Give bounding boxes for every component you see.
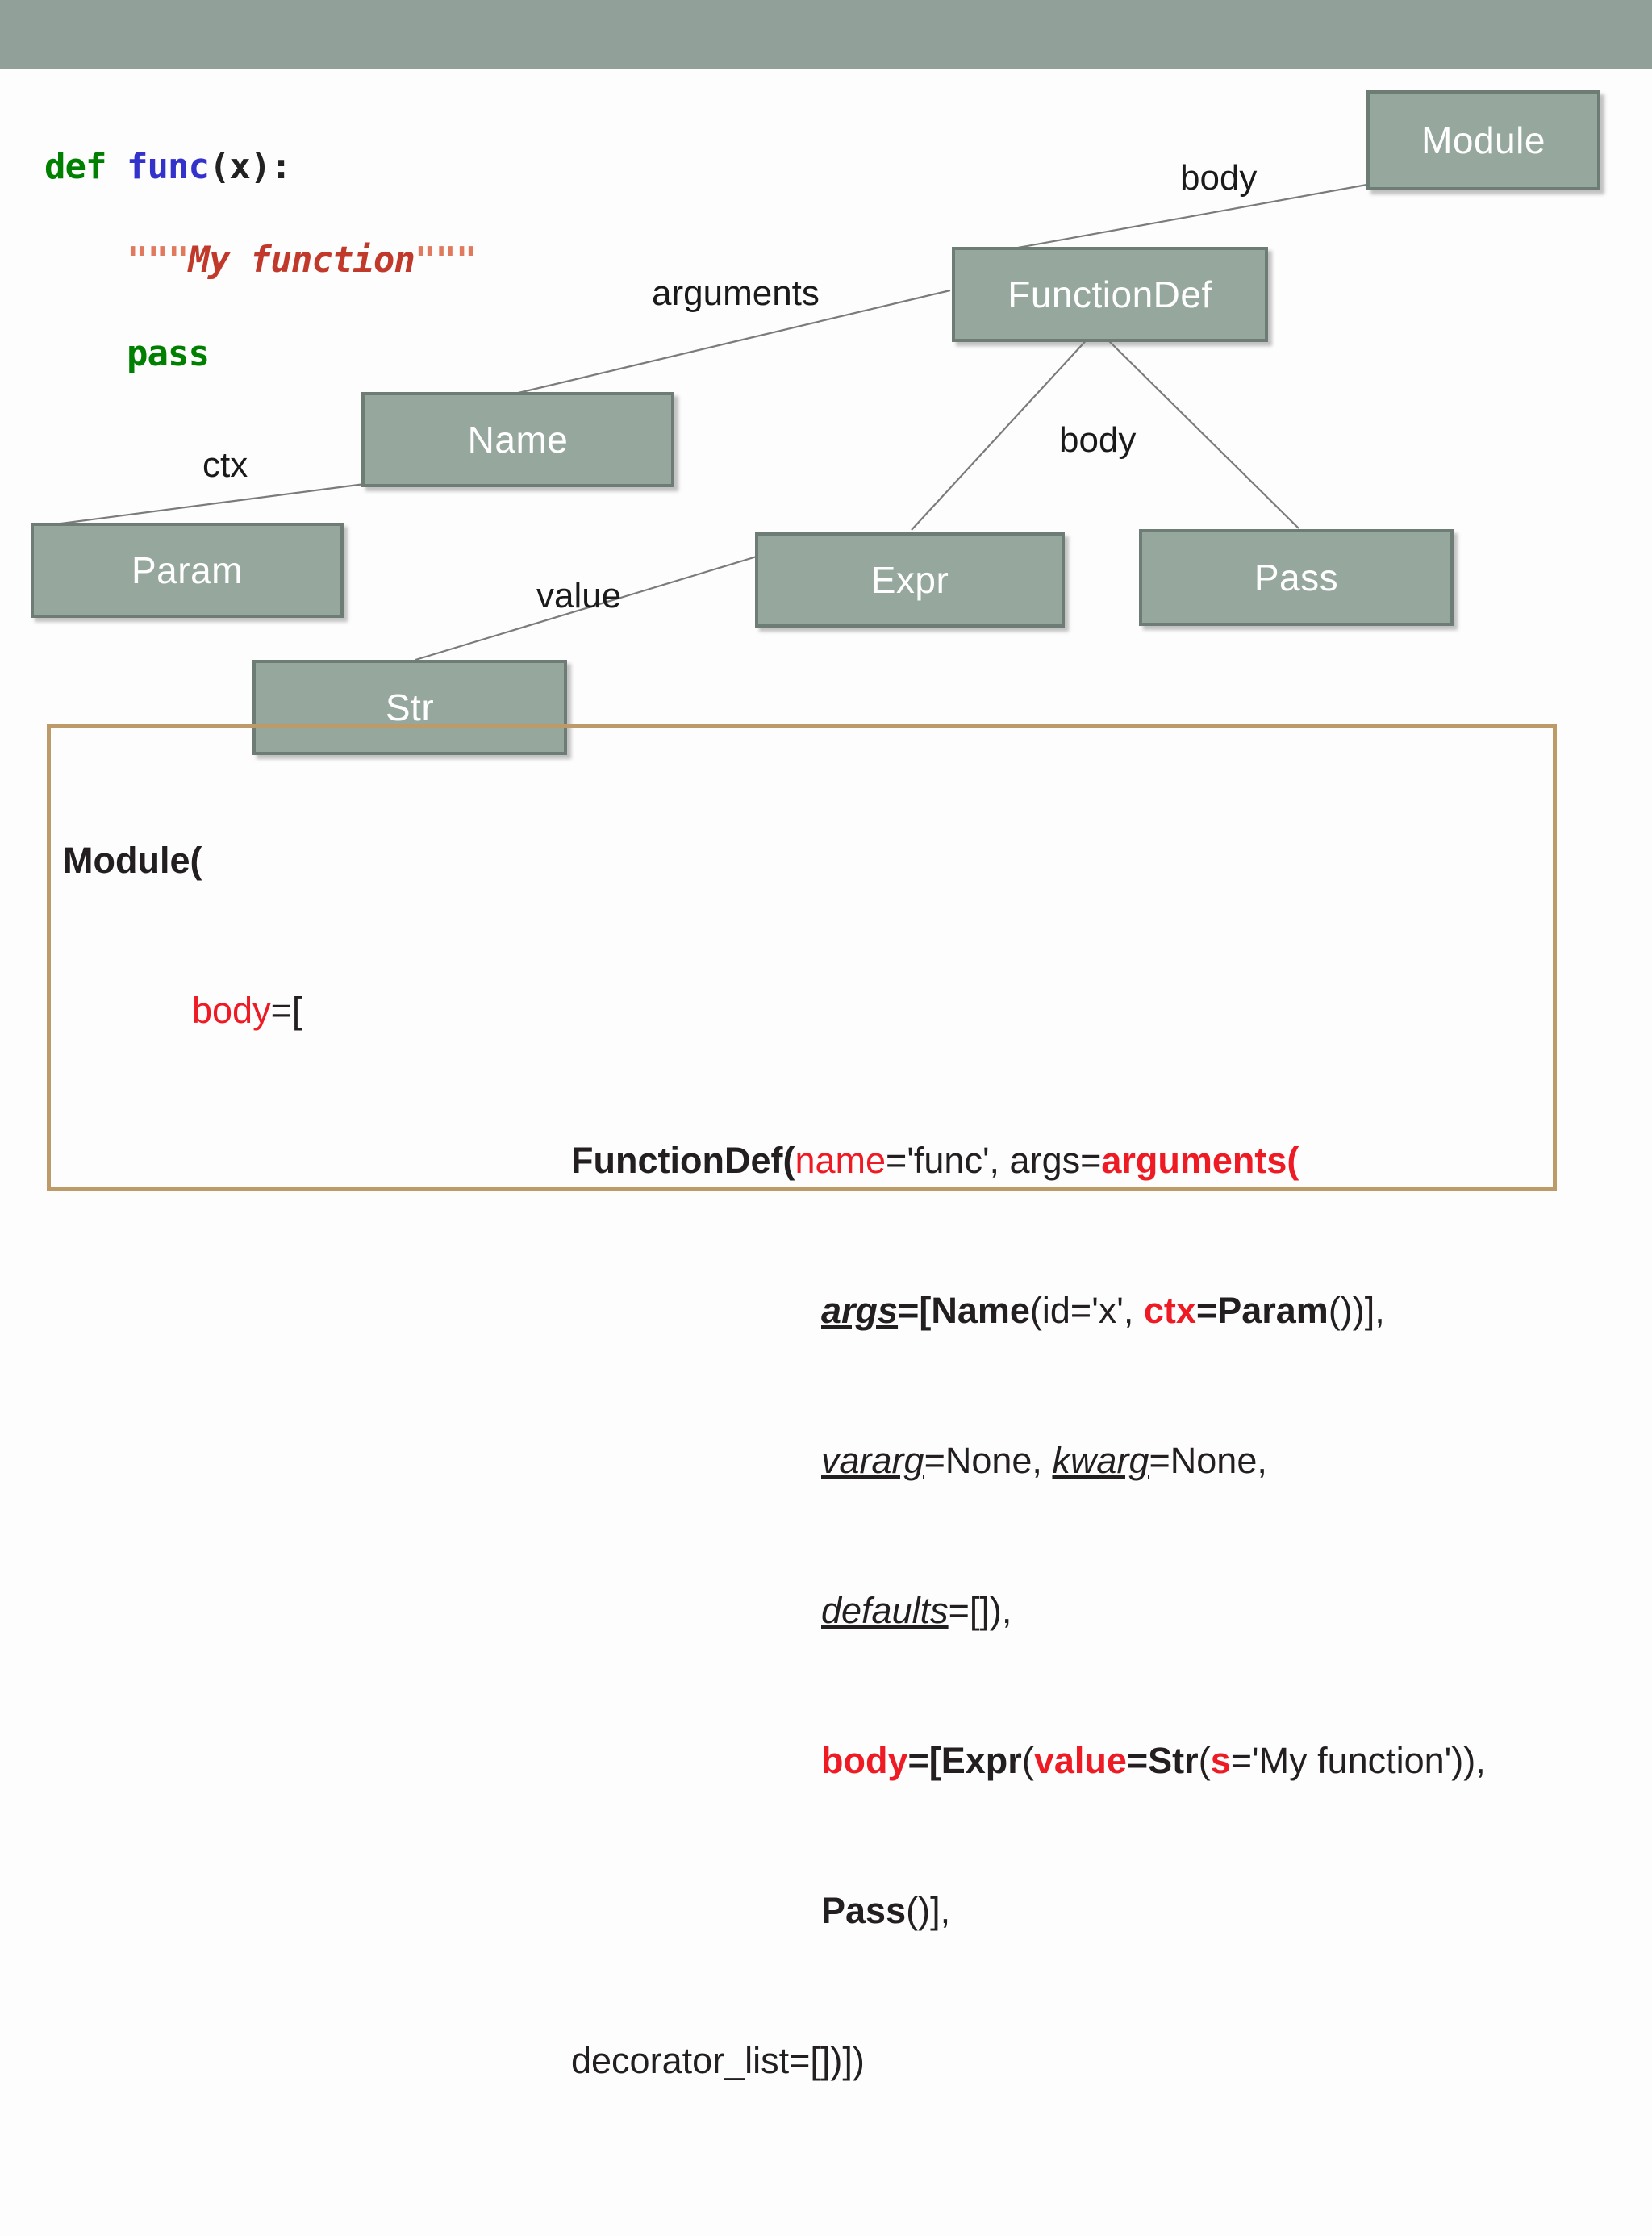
dump-seg-body-key: body <box>192 990 271 1031</box>
dump-seg-value-key: value <box>1033 1740 1127 1781</box>
dump-seg-defaults-value: =[]), <box>948 1590 1012 1631</box>
dump-line-functiondef: FunctionDef(name='func', args=arguments( <box>63 1136 1555 1186</box>
dump-seg-arguments: arguments( <box>1101 1140 1299 1181</box>
ast-node-name[interactable]: Name <box>361 392 674 487</box>
dump-line-body: body=[ <box>63 986 1555 1036</box>
edge-label-body-functiondef-text: body <box>1059 420 1137 460</box>
dump-seg-expr-paren: ( <box>1021 1740 1034 1781</box>
edge-label-value-text: value <box>536 576 622 615</box>
dump-line-body-expr: body=[Expr(value=Str(s='My function')), <box>63 1736 1555 1786</box>
ast-node-expr[interactable]: Expr <box>755 532 1065 628</box>
python-source-snippet: def func(x): """My function""" pass <box>44 97 477 471</box>
dump-seg-vararg-value: =None, <box>924 1440 1053 1481</box>
code-token-docstring-body: My function <box>188 240 415 281</box>
code-token-quote-close: """ <box>414 240 477 281</box>
edge-label-body-module-text: body <box>1180 158 1258 198</box>
ast-node-param[interactable]: Param <box>31 523 344 618</box>
edge-label-ctx: ctx <box>202 445 248 486</box>
dump-seg-args-close: ())], <box>1328 1290 1385 1331</box>
dump-seg-kwarg-key: kwarg <box>1052 1440 1149 1481</box>
edge-label-arguments: arguments <box>652 273 820 314</box>
dump-seg-module: Module( <box>63 840 202 881</box>
code-token-quote-open: """ <box>126 240 189 281</box>
dump-seg-vararg-key: vararg <box>821 1440 924 1481</box>
dump-seg-body2-key: body <box>821 1740 908 1781</box>
edge-label-body-functiondef: body <box>1059 420 1136 461</box>
code-line-pass: pass <box>44 331 476 378</box>
dump-seg-str-node: Str <box>1148 1740 1199 1781</box>
code-token-signature: (x): <box>208 146 292 187</box>
slide-canvas: def func(x): """My function""" pass Modu… <box>0 0 1652 2081</box>
dump-seg-decorator-list: decorator_list=[])]) <box>571 2040 865 2081</box>
ast-node-module[interactable]: Module <box>1366 90 1600 190</box>
dump-line-vararg: vararg=None, kwarg=None, <box>63 1436 1555 1486</box>
code-token-function-name: func <box>126 146 210 187</box>
dump-seg-args-open: =[ <box>898 1290 932 1331</box>
dump-seg-name-value: ='func', args= <box>886 1140 1102 1181</box>
dump-seg-value-eq: = <box>1126 1740 1149 1781</box>
code-token-keyword-pass: pass <box>126 333 210 374</box>
dump-seg-s-key: s <box>1210 1740 1231 1781</box>
code-token-keyword-def: def <box>44 146 127 187</box>
dump-line-args: args=[Name(id='x', ctx=Param())], <box>63 1286 1555 1336</box>
ast-node-param-label: Param <box>131 549 243 591</box>
edge-label-ctx-text: ctx <box>202 445 248 485</box>
dump-seg-id: (id='x', <box>1029 1290 1144 1331</box>
code-token-indent-1 <box>44 240 127 281</box>
dump-line-defaults: defaults=[]), <box>63 1586 1555 1636</box>
dump-line-module: Module( <box>63 836 1555 886</box>
ast-node-functiondef-label: FunctionDef <box>1007 273 1212 315</box>
dump-seg-name-key: name <box>795 1140 886 1181</box>
ast-node-functiondef[interactable]: FunctionDef <box>952 247 1268 342</box>
code-line-def: def func(x): <box>44 144 476 190</box>
edge-label-body-module: body <box>1180 158 1257 198</box>
dump-seg-kwarg-value: =None, <box>1149 1440 1267 1481</box>
dump-seg-body-open: =[ <box>270 990 302 1031</box>
code-line-docstring: """My function""" <box>44 237 477 284</box>
dump-seg-name-node: Name <box>931 1290 1030 1331</box>
ast-node-pass-label: Pass <box>1254 557 1339 599</box>
dump-seg-expr-node: Expr <box>941 1740 1022 1781</box>
ast-node-module-label: Module <box>1421 119 1546 161</box>
dump-seg-ctx-eq: = <box>1195 1290 1218 1331</box>
ast-dump-text: Module( body=[ FunctionDef(name='func', … <box>63 736 1555 2236</box>
edge-label-value: value <box>536 576 621 616</box>
code-token-indent-2 <box>44 333 127 374</box>
dump-seg-ctx-key: ctx <box>1143 1290 1196 1331</box>
dump-seg-functiondef: FunctionDef( <box>571 1140 795 1181</box>
dump-line-pass: Pass()], <box>63 1886 1555 1936</box>
edge-name-to-param <box>54 482 365 526</box>
slide-header-bar <box>0 0 1652 69</box>
ast-node-name-label: Name <box>467 419 569 461</box>
edge-label-arguments-text: arguments <box>652 273 820 313</box>
ast-node-expr-label: Expr <box>870 559 949 601</box>
dump-seg-body2-open: =[ <box>907 1740 941 1781</box>
dump-seg-s-value: ='My function')), <box>1230 1740 1486 1781</box>
ast-node-pass[interactable]: Pass <box>1139 529 1454 626</box>
dump-seg-pass-close: ()], <box>906 1890 951 1931</box>
dump-seg-args-key: args <box>821 1290 899 1331</box>
ast-dump-panel <box>47 724 1557 1191</box>
dump-seg-param-node: Param <box>1217 1290 1329 1331</box>
ast-node-str-label: Str <box>385 686 435 728</box>
dump-line-decorator-list: decorator_list=[])]) <box>63 2036 1555 2086</box>
dump-seg-str-paren: ( <box>1198 1740 1211 1781</box>
dump-seg-pass-node: Pass <box>821 1890 907 1931</box>
ast-node-str[interactable]: Str <box>252 660 567 755</box>
dump-seg-defaults-key: defaults <box>821 1590 949 1631</box>
